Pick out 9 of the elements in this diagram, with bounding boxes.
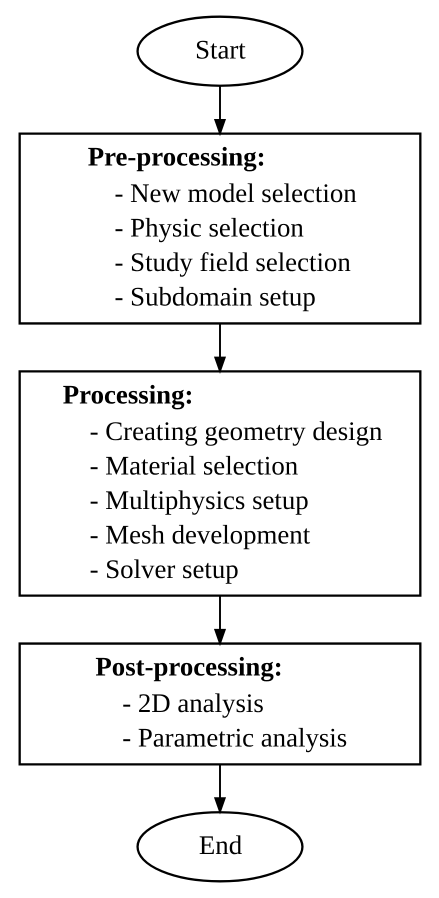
node-box: Post-processing: - 2D analysis - Parametric analysis: [18, 642, 421, 766]
node-ellipse: End: [136, 811, 304, 882]
arrow: [213, 764, 226, 814]
node-box: Processing: - Creating geometry design - Material selection - Multiphysics setup - Mesh development - Solver setup: [18, 370, 421, 597]
arrow: [213, 596, 226, 646]
node-box: Pre-processing: - New model selection - Physic selection - Study field selection - Subdomain setup: [18, 132, 421, 325]
arrow: [213, 86, 226, 136]
arrow: [213, 324, 226, 374]
node-ellipse: Start: [136, 16, 304, 87]
